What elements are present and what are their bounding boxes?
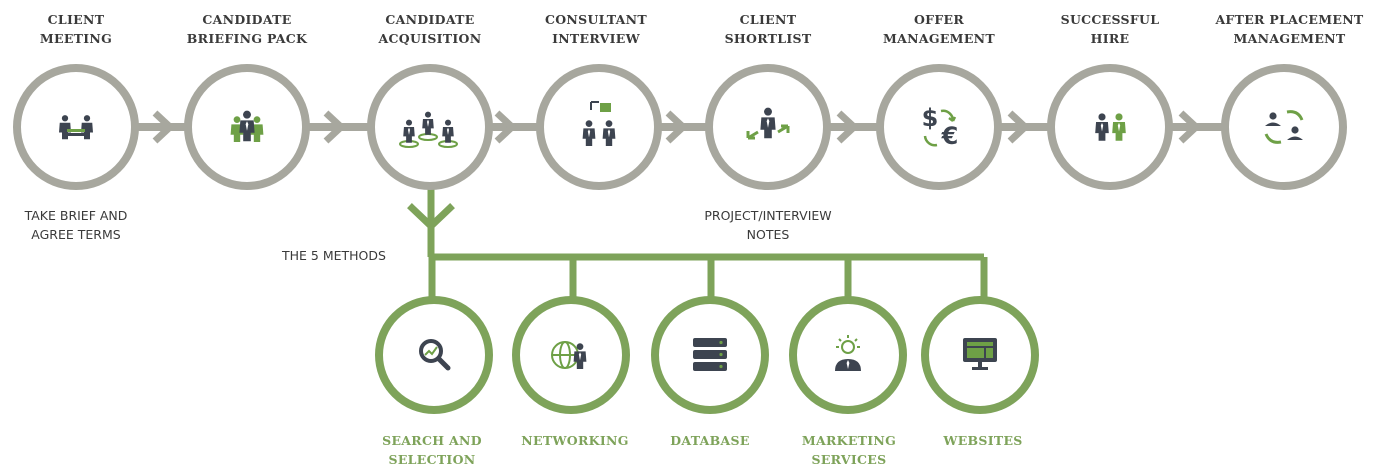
arrow-4: [665, 110, 689, 144]
note-five-methods: THE 5 METHODS: [282, 248, 386, 263]
magnifier-chart-icon: [419, 339, 451, 371]
svg-text:$: $: [922, 104, 939, 132]
method-title-search-and-selection: SEARCH AND SELECTION: [382, 433, 482, 467]
stage-circle-3: [367, 64, 493, 190]
stage-title-consultant-interview: CONSULTANT INTERVIEW: [544, 12, 647, 46]
stage-circle-6: $ €: [876, 64, 1002, 190]
people-cycle-icon: [1264, 110, 1304, 144]
stage-arrows: [152, 110, 1202, 144]
globe-person-icon: [551, 341, 587, 369]
person-arrows-icon: [746, 107, 790, 140]
stage-title-candidate-acquisition: CANDIDATE ACQUISITION: [378, 12, 482, 46]
note-take-brief: TAKE BRIEF AND AGREE TERMS: [24, 208, 128, 242]
method-circle-1: [375, 296, 493, 414]
stage-circle-1: [13, 64, 139, 190]
stage-title-candidate-briefing-pack: CANDIDATE BRIEFING PACK: [186, 12, 308, 46]
method-title-database: DATABASE: [670, 433, 750, 448]
people-targets-icon: [399, 111, 458, 148]
interview-chat-icon: [582, 101, 616, 146]
arrow-1: [152, 110, 176, 144]
stage-circle-7: [1047, 64, 1173, 190]
stage-circle-5: [705, 64, 831, 190]
stage-title-successful-hire: SUCCESSFUL HIRE: [1060, 12, 1160, 46]
currency-exchange-icon: $ €: [922, 104, 959, 150]
stage-circle-4: [536, 64, 662, 190]
stage-title-client-shortlist: CLIENT SHORTLIST: [724, 12, 812, 46]
arrow-7: [1178, 110, 1202, 144]
svg-text:€: €: [941, 122, 959, 150]
lightbulb-person-icon: [835, 335, 861, 371]
method-circle-5: [921, 296, 1039, 414]
arrow-3: [494, 110, 518, 144]
method-title-networking: NETWORKING: [521, 433, 629, 448]
stage-circle-8: [1221, 64, 1347, 190]
method-circle-2: [512, 296, 630, 414]
method-title-websites: WEBSITES: [943, 433, 1023, 448]
arrow-6: [1007, 110, 1031, 144]
note-project-interview-notes: PROJECT/INTERVIEW NOTES: [704, 208, 832, 242]
method-circle-3: [651, 296, 769, 414]
meeting-table-icon: [59, 115, 93, 140]
methods-branch: [407, 188, 988, 300]
arrow-5: [836, 110, 860, 144]
stage-title-client-meeting: CLIENT MEETING: [39, 12, 113, 46]
stage-circle-2: [184, 64, 310, 190]
database-server-icon: [693, 338, 727, 371]
method-title-marketing-services: MARKETING SERVICES: [801, 433, 897, 467]
stage-title-offer-management: OFFER MANAGEMENT: [883, 12, 995, 46]
method-circle-4: [789, 296, 907, 414]
monitor-website-icon: [963, 338, 997, 370]
arrow-2: [323, 110, 347, 144]
stage-title-after-placement-management: AFTER PLACEMENT MANAGEMENT: [1215, 12, 1364, 46]
